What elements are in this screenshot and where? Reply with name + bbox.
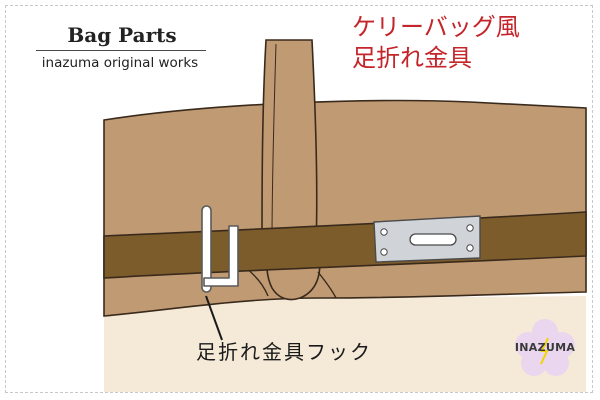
plate-rivet-right-bottom [466,244,474,252]
plate-rivet-left-top [380,228,388,236]
product-title: ケリーバッグ風 足折れ金具 [352,12,582,74]
plate-slot [409,233,457,246]
product-title-line-2: 足折れ金具 [352,44,472,72]
flap-fold-right [317,271,337,299]
folding-foot-hook-icon [201,205,239,293]
product-title-line-1: ケリーバッグ風 [352,13,520,41]
flower-logo-icon [515,319,575,376]
brand-subtitle: inazuma original works [41,55,199,71]
brand-logo: INAZUMA [506,318,584,380]
part-callout-label: 足折れ金具フック [196,340,372,364]
bag-handle [261,39,318,246]
bag-lower-body [104,296,586,392]
callout-leader [205,295,223,341]
handle-edge-line [271,43,277,245]
plate-rivet-right-top [466,224,474,232]
plate-rivet-left-bottom [380,248,388,256]
brand-divider [36,50,206,51]
logo-text: INAZUMA [514,341,576,354]
bag-flap [103,99,587,317]
brand-title: Bag Parts [67,23,177,47]
